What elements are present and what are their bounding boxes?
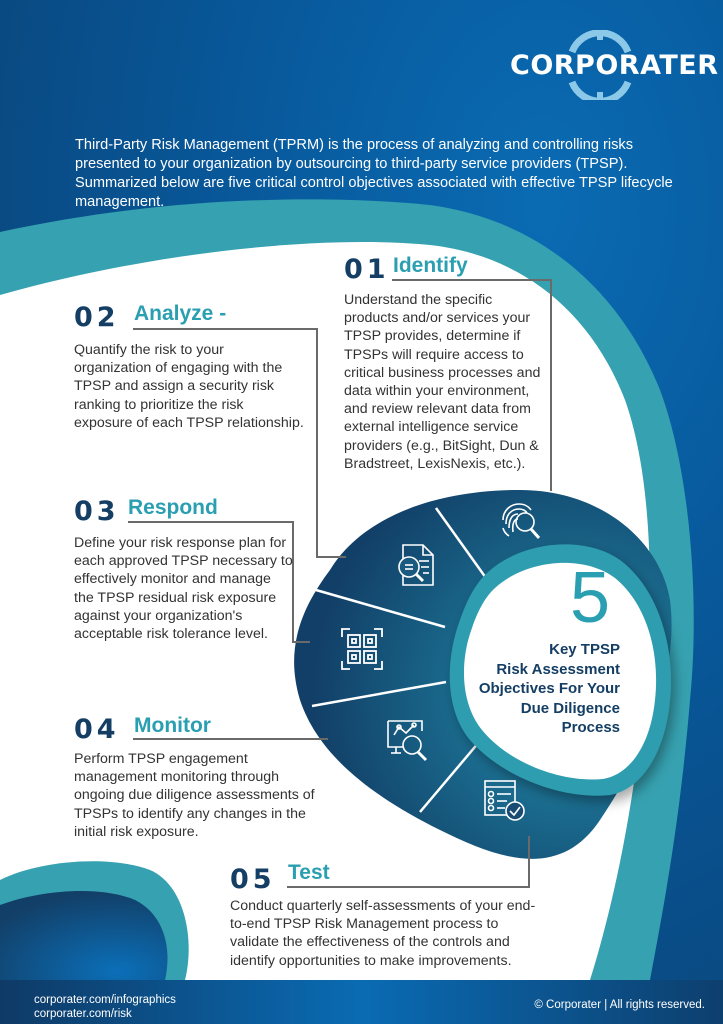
step-title: Monitor xyxy=(134,714,211,737)
connector-line xyxy=(128,521,293,523)
center-caption-line: Objectives For Your xyxy=(478,680,620,697)
connector-line xyxy=(133,738,328,740)
connector-line xyxy=(292,521,294,643)
center-caption: Key TPSP Risk Assessment Objectives For … xyxy=(450,640,620,738)
step-title: Test xyxy=(288,861,330,884)
connector-line xyxy=(133,328,318,330)
step-number: 01 xyxy=(344,254,390,285)
step-title: Identify xyxy=(393,254,468,277)
connector-line xyxy=(316,556,346,558)
connector-line xyxy=(316,328,318,558)
step-description: Define your risk response plan for each … xyxy=(74,535,293,643)
corporater-logo: CORPORATER xyxy=(510,30,719,100)
center-caption-line: Risk Assessment xyxy=(496,660,620,678)
center-caption-line: Due Diligence xyxy=(520,699,620,717)
footer-link-risk[interactable]: corporater.com/risk xyxy=(34,1008,132,1020)
connector-line xyxy=(287,886,530,888)
center-number: 5 xyxy=(569,558,611,638)
checklist-icon xyxy=(484,780,525,821)
connector-line xyxy=(392,279,552,281)
center-caption-line: Process xyxy=(561,719,620,736)
copyright-text: © Corporater | All rights reserved. xyxy=(534,999,705,1011)
step-number: 05 xyxy=(230,864,276,895)
connector-line xyxy=(550,279,552,491)
step-number: 02 xyxy=(74,302,120,333)
step-description: Understand the specific products and/or … xyxy=(344,292,541,472)
step-number: 04 xyxy=(74,714,120,745)
monitor-analytics-icon xyxy=(387,720,428,762)
footer-link-infographics[interactable]: corporater.com/infographics xyxy=(34,994,176,1006)
connector-line xyxy=(528,836,530,888)
logo-text: CORPORATER xyxy=(510,50,719,81)
target-crosshair-icon xyxy=(568,30,632,100)
footer-links: corporater.com/infographics corporater.c… xyxy=(34,993,176,1021)
step-description: Quantify the risk to your organization o… xyxy=(74,342,304,431)
document-search-icon xyxy=(398,544,434,586)
intro-paragraph: Third-Party Risk Management (TPRM) is th… xyxy=(75,137,673,210)
center-caption-line: Key TPSP xyxy=(549,641,620,658)
step-description: Perform TPSP engagement management monit… xyxy=(74,751,315,840)
step-title: Respond xyxy=(128,496,218,519)
qr-scan-icon xyxy=(341,628,383,670)
connector-line xyxy=(292,641,310,643)
fingerprint-search-icon xyxy=(502,503,541,539)
step-description: Conduct quarterly self-assessments of yo… xyxy=(230,898,536,969)
step-title: Analyze - xyxy=(134,302,227,325)
step-number: 03 xyxy=(74,496,120,527)
